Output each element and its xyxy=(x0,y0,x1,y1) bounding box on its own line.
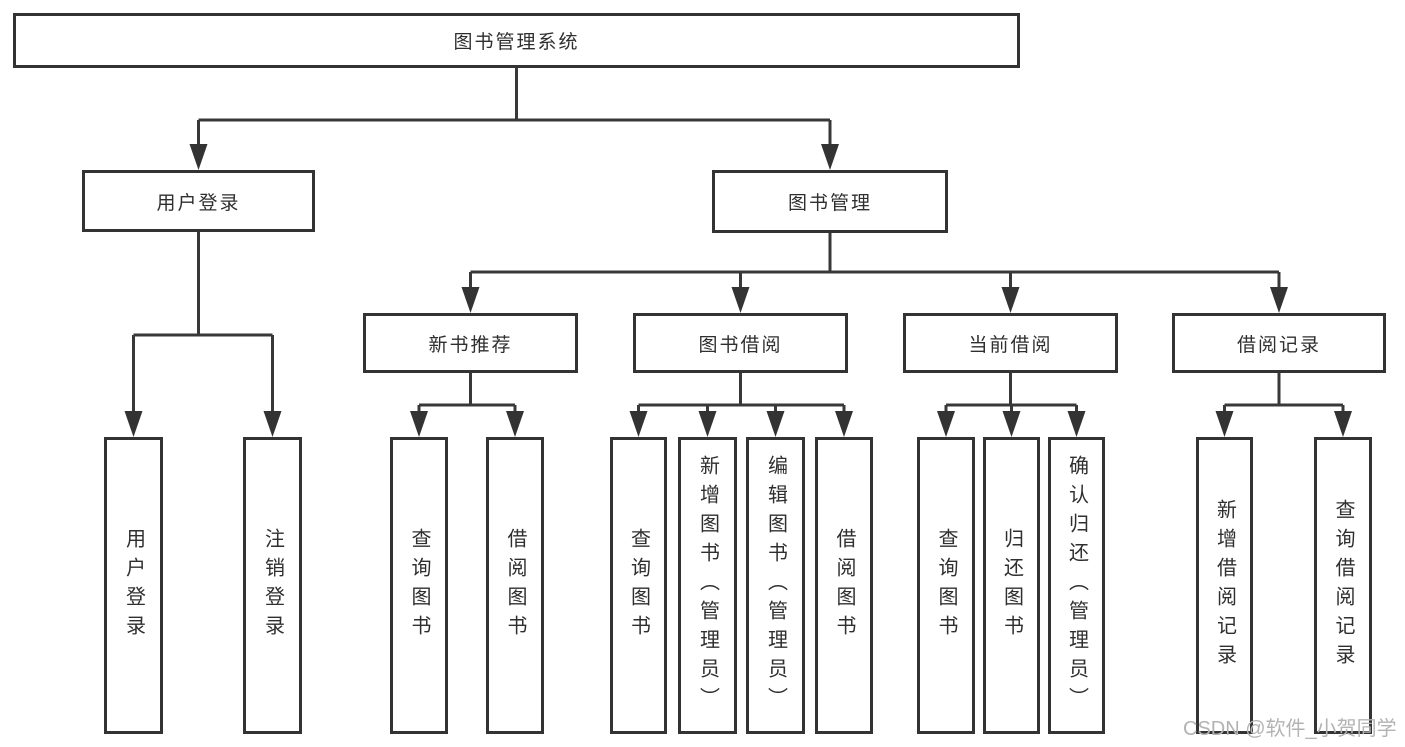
leaf-bb-query-book: 查询图书 xyxy=(610,437,667,734)
leaf-nbr-borrow-book: 借阅图书 xyxy=(486,437,544,734)
leaf-bb-add-book: 新增图书（管理员） xyxy=(678,437,737,734)
node-current-borrow-label: 当前借阅 xyxy=(968,334,1053,356)
leaf-user-login: 用户登录 xyxy=(104,437,163,734)
node-new-book-rec-label: 新书推荐 xyxy=(428,334,513,356)
connector-book-borrow-to-leaves xyxy=(629,373,853,437)
leaf-bb-borrow-book-label: 借阅图书 xyxy=(833,527,855,644)
leaf-cb-query-book: 查询图书 xyxy=(917,437,975,734)
leaf-nbr-borrow-book-label: 借阅图书 xyxy=(504,527,526,644)
node-book-mgmt: 图书管理 xyxy=(712,170,948,233)
leaf-bb-add-book-label: 新增图书（管理员） xyxy=(696,455,719,716)
leaf-cb-query-book-label: 查询图书 xyxy=(935,527,957,644)
node-current-borrow: 当前借阅 xyxy=(903,313,1118,373)
leaf-cb-return-book: 归还图书 xyxy=(983,437,1040,734)
leaf-br-add-record-label: 新增借阅记录 xyxy=(1213,498,1236,673)
leaf-logout-label: 注销登录 xyxy=(261,527,284,644)
node-new-book-rec: 新书推荐 xyxy=(363,313,578,373)
leaf-br-query-record: 查询借阅记录 xyxy=(1314,437,1372,734)
connector-root-to-level2 xyxy=(189,68,839,170)
node-borrow-records-label: 借阅记录 xyxy=(1236,334,1321,356)
leaf-logout: 注销登录 xyxy=(243,437,302,734)
node-user-login: 用户登录 xyxy=(82,170,315,232)
node-root: 图书管理系统 xyxy=(13,13,1020,68)
node-borrow-records: 借阅记录 xyxy=(1172,313,1386,373)
leaf-cb-return-book-label: 归还图书 xyxy=(1000,527,1023,644)
leaf-cb-confirm-return-label: 确认归还（管理员） xyxy=(1065,455,1088,716)
node-book-borrow-label: 图书借阅 xyxy=(698,334,783,356)
node-book-borrow: 图书借阅 xyxy=(633,313,848,373)
leaf-nbr-query-book-label: 查询图书 xyxy=(408,527,430,644)
leaf-bb-edit-book: 编辑图书（管理员） xyxy=(746,437,805,734)
leaf-bb-query-book-label: 查询图书 xyxy=(627,527,650,644)
node-book-mgmt-label: 图书管理 xyxy=(787,193,872,214)
node-user-login-label: 用户登录 xyxy=(156,192,241,214)
leaf-br-query-record-label: 查询借阅记录 xyxy=(1332,498,1354,673)
leaf-user-login-label: 用户登录 xyxy=(122,527,145,644)
connector-book-mgmt-to-level3 xyxy=(461,233,1288,313)
leaf-bb-edit-book-label: 编辑图书（管理员） xyxy=(764,455,787,716)
leaf-br-add-record: 新增借阅记录 xyxy=(1196,437,1253,734)
leaf-nbr-query-book: 查询图书 xyxy=(390,437,448,734)
leaf-bb-borrow-book: 借阅图书 xyxy=(815,437,873,734)
watermark: CSDN @软件_小贺同学 xyxy=(1183,718,1397,740)
connector-borrow-records-to-leaves xyxy=(1215,373,1352,437)
node-root-label: 图书管理系统 xyxy=(453,32,580,53)
leaf-cb-confirm-return: 确认归还（管理员） xyxy=(1048,437,1105,734)
connector-current-borrow-to-leaves xyxy=(937,373,1086,437)
connector-new-book-rec-to-leaves xyxy=(410,373,524,437)
connector-user-login-to-leaves xyxy=(124,232,282,437)
